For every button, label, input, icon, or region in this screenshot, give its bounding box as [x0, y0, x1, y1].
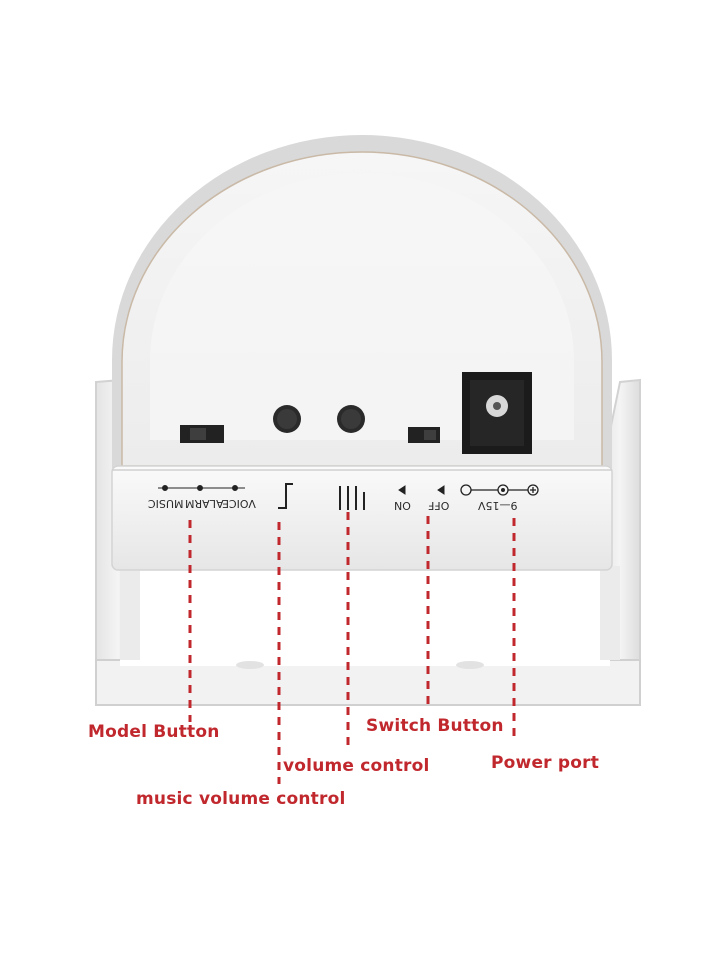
mode-slide-switch	[180, 425, 224, 443]
music-volume-control-label: music volume control	[136, 789, 346, 809]
volume-knob	[337, 405, 365, 433]
model-button-label: Model Button	[88, 722, 220, 742]
mode-label-music: MUSIC	[148, 497, 184, 510]
power-rating-label: 9—15V	[478, 499, 518, 512]
volume-control-label: volume control	[283, 756, 430, 776]
mode-label-voice: VOICE	[222, 497, 256, 510]
switch-on-label: ON	[394, 499, 411, 512]
printed-symbols	[158, 483, 539, 510]
power-jack	[462, 372, 532, 454]
switch-off-label: OFF	[428, 499, 450, 512]
power-slide-switch	[408, 427, 440, 443]
mode-label-alarm: ALARM	[185, 497, 224, 510]
callout-lines	[188, 512, 516, 784]
switch-button-label: Switch Button	[366, 716, 504, 736]
controls	[180, 372, 532, 454]
power-port-label: Power port	[491, 753, 600, 773]
music-volume-knob	[273, 405, 301, 433]
